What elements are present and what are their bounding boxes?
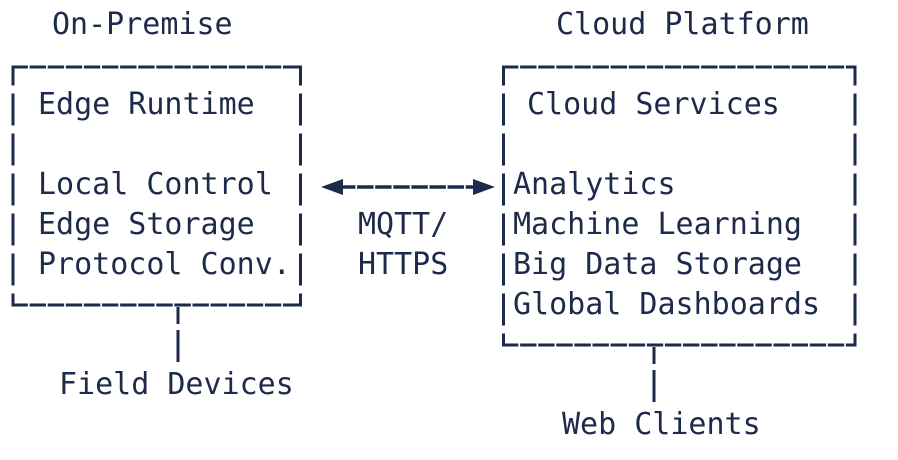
analytics-label: Analytics (513, 167, 676, 202)
machine-learning-label: Machine Learning (513, 207, 802, 242)
mqtt-protocol-label: MQTT/ (358, 207, 449, 242)
big-data-storage-label: Big Data Storage (513, 247, 802, 282)
cloud-services-label: Cloud Services (527, 87, 780, 122)
https-protocol-label: HTTPS (358, 247, 449, 282)
on-premise-box-border (11, 65, 302, 307)
edge-runtime-label: Edge Runtime (38, 87, 255, 122)
mqtt-https-arrow-icon (321, 179, 495, 195)
global-dashboards-label: Global Dashboards (513, 287, 821, 322)
field-devices-label: Field Devices (59, 367, 294, 402)
web-clients-label: Web Clients (562, 407, 761, 442)
on-premise-title: On-Premise (52, 7, 233, 42)
cloud-box-border (502, 65, 857, 347)
protocol-conv-label: Protocol Conv. (38, 247, 291, 282)
edge-storage-label: Edge Storage (38, 207, 255, 242)
local-control-label: Local Control (38, 167, 273, 202)
cloud-platform-title: Cloud Platform (556, 7, 809, 42)
